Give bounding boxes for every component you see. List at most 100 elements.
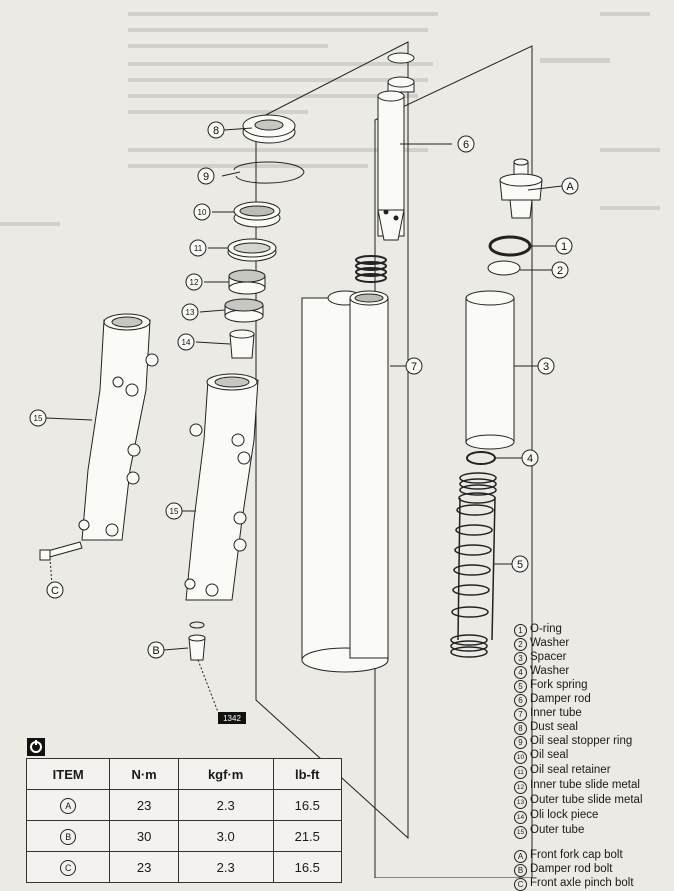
callout-15-center: 15 bbox=[165, 502, 183, 520]
o-ring bbox=[488, 235, 532, 257]
legend-mark: 6 bbox=[514, 694, 527, 707]
washer-upper bbox=[487, 260, 521, 276]
legend-label: Front fork cap bolt bbox=[530, 849, 623, 861]
svg-text:14: 14 bbox=[182, 338, 191, 347]
callout-4: 4 bbox=[521, 449, 539, 467]
svg-text:15: 15 bbox=[34, 414, 43, 423]
value-lbft: 16.5 bbox=[272, 789, 342, 821]
header-lbft: lb-ft bbox=[272, 758, 342, 790]
torque-table-header: ITEM N·m kgf·m lb-ft bbox=[25, 758, 342, 790]
legend-label: Oil seal retainer bbox=[530, 764, 611, 776]
header-item: ITEM bbox=[25, 758, 111, 790]
table-row: A 23 2.3 16.5 bbox=[25, 789, 342, 821]
svg-text:3: 3 bbox=[543, 361, 549, 373]
background-bleed bbox=[0, 12, 660, 226]
legend-label: Inner tube slide metal bbox=[530, 779, 640, 791]
callout-11: 11 bbox=[189, 239, 207, 257]
svg-text:A: A bbox=[566, 181, 574, 193]
callout-1: 1 bbox=[555, 237, 573, 255]
legend-mark: B bbox=[514, 864, 527, 877]
thread-lock-label: 1342 bbox=[223, 714, 241, 723]
torque-wrench-icon bbox=[27, 738, 45, 756]
oil-seal-stopper-ring bbox=[233, 161, 305, 184]
svg-text:15: 15 bbox=[170, 507, 179, 516]
legend-mark: 2 bbox=[514, 638, 527, 651]
legend-mark: 14 bbox=[514, 811, 527, 824]
damper-rod-bolt-washer bbox=[189, 621, 205, 629]
legend-label: Oil seal stopper ring bbox=[530, 735, 633, 747]
legend-label: Damper rod bbox=[530, 693, 591, 705]
legend-label: Damper rod bolt bbox=[530, 863, 613, 875]
thread-lock-tag: 1342 bbox=[218, 712, 246, 724]
callout-10: 10 bbox=[193, 203, 211, 221]
legend-label: Dust seal bbox=[530, 721, 578, 733]
callout-8: 8 bbox=[207, 121, 225, 139]
legend-mark: 12 bbox=[514, 781, 527, 794]
value-lbft: 21.5 bbox=[272, 820, 342, 852]
value-kgfm: 2.3 bbox=[177, 789, 274, 821]
svg-text:5: 5 bbox=[517, 559, 523, 571]
legend-label: Outer tube bbox=[530, 824, 585, 836]
svg-text:6: 6 bbox=[463, 139, 469, 151]
legend-mark: 5 bbox=[514, 680, 527, 693]
legend-label: O-ring bbox=[530, 623, 562, 635]
callout-6: 6 bbox=[457, 135, 475, 153]
legend-mark: A bbox=[514, 850, 527, 863]
item-mark: A bbox=[60, 797, 77, 814]
callout-C: C bbox=[46, 581, 64, 599]
svg-text:7: 7 bbox=[411, 361, 417, 373]
legend-mark: 3 bbox=[514, 652, 527, 665]
callout-3: 3 bbox=[537, 357, 555, 375]
torque-table: ITEM N·m kgf·m lb-ft A 23 2.3 16.5 B 30 … bbox=[25, 758, 342, 883]
item-mark: C bbox=[60, 859, 77, 876]
oil-seal-retainer bbox=[227, 238, 277, 262]
dust-seal bbox=[242, 114, 296, 144]
svg-text:1: 1 bbox=[561, 241, 567, 253]
item-mark: B bbox=[60, 828, 77, 845]
inner-tube-slide-metal bbox=[228, 269, 266, 295]
callout-12: 12 bbox=[185, 273, 203, 291]
header-kgfm: kgf·m bbox=[177, 758, 274, 790]
damper-rod-bolt bbox=[188, 634, 219, 713]
svg-text:2: 2 bbox=[557, 265, 563, 277]
legend-mark: C bbox=[514, 878, 527, 891]
legend-label: Oli lock piece bbox=[530, 809, 599, 821]
callout-7: 7 bbox=[405, 357, 423, 375]
svg-text:8: 8 bbox=[213, 125, 219, 137]
svg-text:10: 10 bbox=[198, 208, 207, 217]
spacer bbox=[465, 290, 515, 450]
legend-mark: 13 bbox=[514, 796, 527, 809]
legend-mark: 15 bbox=[514, 826, 527, 839]
svg-text:4: 4 bbox=[527, 453, 533, 465]
callout-B: B bbox=[147, 641, 165, 659]
oil-seal bbox=[233, 201, 281, 228]
legend-label: Washer bbox=[530, 665, 570, 677]
callout-13: 13 bbox=[181, 303, 199, 321]
legend-mark: 11 bbox=[514, 766, 527, 779]
legend-label: Fork spring bbox=[530, 679, 588, 691]
callout-A: A bbox=[561, 177, 579, 195]
header-nm: N·m bbox=[109, 758, 179, 790]
legend-mark: 4 bbox=[514, 666, 527, 679]
legend-label: Spacer bbox=[530, 651, 567, 663]
front-axle-pinch-bolt bbox=[39, 541, 83, 586]
legend-label: Outer tube slide metal bbox=[530, 794, 643, 806]
svg-text:11: 11 bbox=[194, 244, 203, 253]
callout-14: 14 bbox=[177, 333, 195, 351]
leader-lines bbox=[45, 127, 563, 651]
